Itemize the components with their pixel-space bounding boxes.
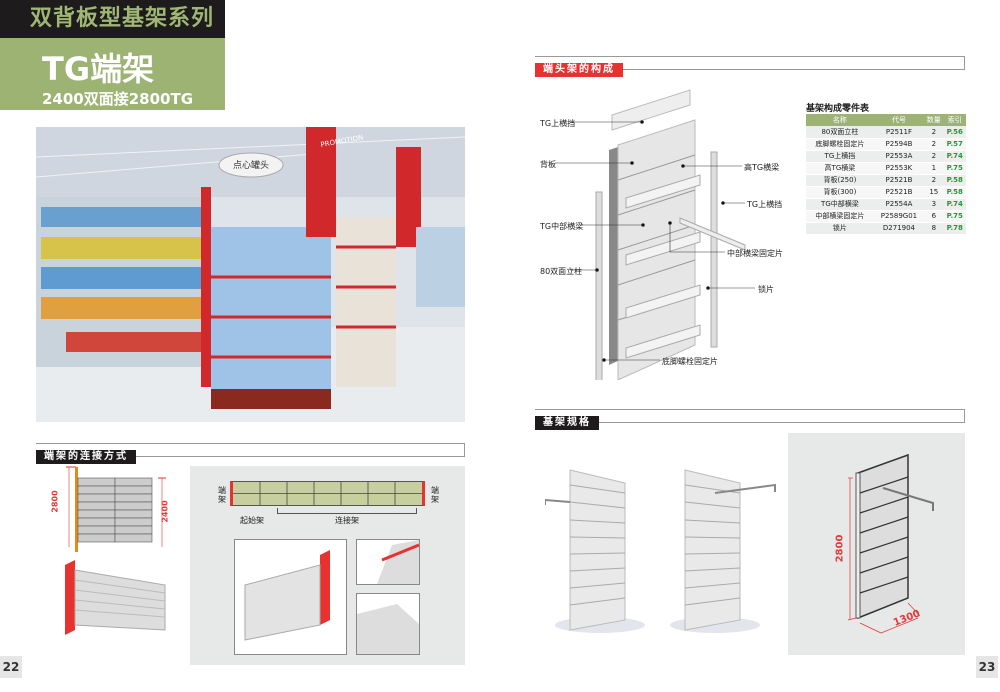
part-index: P.78 — [943, 222, 966, 235]
connect-frame-label: 连接架 — [332, 515, 362, 526]
series-title: 双背板型基架系列 — [0, 0, 225, 38]
start-frame-label: 起始架 — [240, 516, 264, 525]
part-index: P.56 — [943, 126, 966, 139]
section-title: 端架的连接方式 — [36, 450, 136, 464]
section-title: 端头架的构成 — [535, 63, 623, 77]
title-block: TG端架 2400双面接2800TG — [0, 38, 225, 110]
part-code: P2594B — [873, 138, 925, 151]
height-dimension-2400: 2400 — [160, 500, 170, 523]
part-code: P2511F — [873, 126, 925, 139]
spec-render-with-arm — [670, 465, 780, 635]
connection-3d-render — [55, 560, 175, 640]
label-high-tg-beam: 高TG横梁 — [744, 163, 780, 172]
part-index: P.57 — [943, 138, 966, 151]
col-qty: 数量 — [924, 114, 944, 126]
part-qty: 15 — [924, 186, 944, 199]
part-qty: 2 — [924, 174, 944, 187]
label-lock-piece: 锁片 — [758, 285, 774, 294]
section-title: 基架规格 — [535, 416, 599, 430]
label-middle-beam-fixing: 中部横梁固定片 — [727, 249, 783, 258]
part-index: P.75 — [943, 210, 966, 223]
part-index: P.75 — [943, 162, 966, 175]
part-qty: 8 — [924, 222, 944, 235]
part-qty: 3 — [924, 198, 944, 211]
part-qty: 6 — [924, 210, 944, 223]
spec-height-2800: 2800 — [834, 534, 846, 563]
part-name: 背板(250) — [806, 174, 874, 187]
part-name: 高TG横梁 — [806, 162, 874, 175]
part-index: P.58 — [943, 174, 966, 187]
parts-table-title: 基架构成零件表 — [806, 104, 870, 114]
part-index: P.74 — [943, 198, 966, 211]
page-number-left: 22 — [0, 656, 22, 678]
spec-render-single — [544, 465, 645, 635]
part-name: 中部横梁固定片 — [806, 210, 874, 223]
part-code: P2521B — [873, 174, 925, 187]
photo-sign-text: 点心罐头 — [233, 159, 269, 171]
section-connection-header: 端架的连接方式 — [36, 443, 465, 464]
plan-layout — [230, 481, 425, 506]
part-qty: 2 — [924, 150, 944, 163]
end-frame-right-label: 端架 — [431, 486, 439, 504]
part-code: P2553K — [873, 162, 925, 175]
part-code: P2553A — [873, 150, 925, 163]
detail-closeup-top — [356, 539, 420, 585]
label-foot-bolt-fixing: 底脚螺栓固定片 — [662, 357, 718, 366]
table-header-row: 名称 代号 数量 索引 — [806, 114, 966, 126]
label-tg-top-rail-2: TG上横挡 — [747, 200, 783, 209]
page-number-right: 23 — [976, 656, 998, 678]
part-name: 80双面立柱 — [806, 126, 874, 139]
detail-render-main — [234, 539, 347, 655]
section-spec-header: 基架规格 — [535, 409, 965, 430]
section-composition-header: 端头架的构成 — [535, 56, 965, 77]
part-index: P.74 — [943, 150, 966, 163]
label-tg-top-rail: TG上横挡 — [540, 119, 576, 128]
page-title: TG端架 — [42, 50, 155, 88]
page-subtitle: 2400双面接2800TG — [42, 90, 194, 108]
label-tg-middle-beam: TG中部横梁 — [540, 222, 584, 231]
part-index: P.58 — [943, 186, 966, 199]
supermarket-photo: 点心罐头 PROMOTION — [36, 127, 465, 422]
part-qty: 2 — [924, 126, 944, 139]
height-dimension-2800: 2800 — [50, 490, 60, 513]
label-80-double-column: 80双面立柱 — [540, 267, 583, 276]
connection-elevation-drawing: 2800 2400 — [36, 462, 186, 562]
connection-plan-panel: 端架 端架 起始架 连接架 — [190, 466, 465, 665]
col-index: 索引 — [943, 114, 966, 126]
end-frame-left-label: 端架 — [218, 486, 226, 504]
detail-closeup-bottom — [356, 593, 420, 655]
col-code: 代号 — [873, 114, 925, 126]
part-code: P2554A — [873, 198, 925, 211]
exploded-view-diagram: TG上横挡 背板 TG中部横梁 80双面立柱 高TG横梁 TG上横挡 中部横梁固… — [530, 80, 800, 388]
part-qty: 2 — [924, 138, 944, 151]
part-code: P2589G01 — [873, 210, 925, 223]
part-name: 背板(300) — [806, 186, 874, 199]
spec-dimension-panel: 2800 1300 — [788, 433, 965, 655]
part-name: 底脚螺栓固定片 — [806, 138, 874, 151]
part-name: TG中部横梁 — [806, 198, 874, 211]
part-name: TG上横挡 — [806, 150, 874, 163]
part-qty: 1 — [924, 162, 944, 175]
connect-bracket — [277, 508, 417, 514]
part-code: D271904 — [873, 222, 925, 235]
part-code: P2521B — [873, 186, 925, 199]
part-name: 锁片 — [806, 222, 874, 235]
label-back-panel: 背板 — [540, 160, 556, 169]
col-name: 名称 — [806, 114, 874, 126]
